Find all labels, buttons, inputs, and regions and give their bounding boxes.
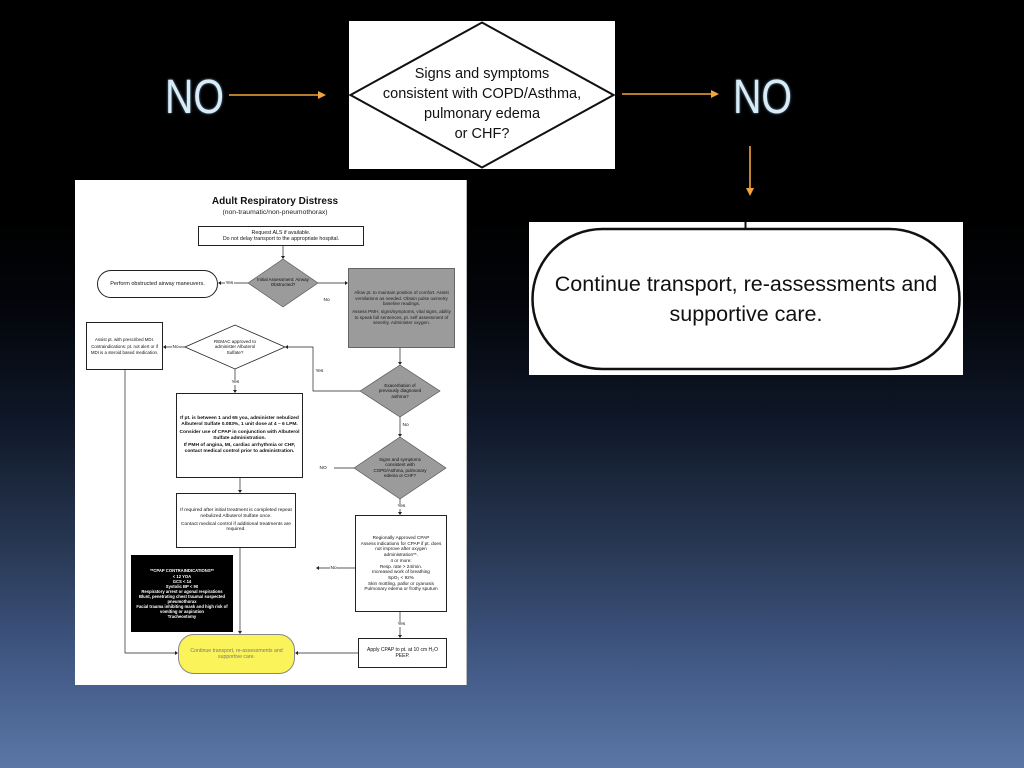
assist-mdi-box: Assist pt. with prescribed MDI. Contrain… (86, 322, 163, 370)
diamond-shape (349, 21, 615, 169)
decision-line: consistent with COPD/Asthma, (382, 86, 582, 102)
diamond-exacerbation (359, 364, 441, 418)
no-label-left: NO (165, 71, 225, 124)
arrowhead-down (398, 635, 402, 638)
box-line: 4 or more: (390, 557, 412, 563)
arrowhead-down (238, 490, 242, 493)
diamond-signs-symptoms (353, 436, 447, 500)
arrowhead-left (163, 345, 166, 349)
flowchart-title: Adult Respiratory Distress (211, 196, 339, 207)
terminal-text: Continue transport, re-assessments and s… (529, 269, 963, 329)
remac-text: REMAC approved to administer Albuterol S… (213, 339, 257, 355)
box-paragraph: Contact medical control if additional tr… (180, 521, 292, 533)
decision-line: Signs and symptoms (414, 66, 550, 82)
terminal-box: Continue transport, re-assessments and s… (529, 222, 963, 375)
terminal-shape (531, 222, 961, 371)
connector-line (124, 370, 176, 654)
cpap-assessment-box: Regionally Approved CPAP Assess indicati… (355, 515, 447, 612)
arrowhead-down (233, 390, 237, 393)
box-line: SpO₂ < 92% (388, 574, 414, 580)
box-paragraph: Allow pt. to maintain position of comfor… (354, 290, 449, 307)
initial-assessment-text: Initial Assessment: Airway Obstructed? (257, 277, 309, 288)
signs-symptoms-text: Signs and symptoms consistent with COPD/… (373, 457, 427, 478)
box-paragraph: If PMH of angina, MI, cardiac arrhythmia… (183, 443, 296, 455)
arrowhead-left (316, 566, 319, 570)
box-line: Pulmonary edema or frothy sputum (364, 586, 438, 592)
decision-line: or CHF? (454, 126, 510, 142)
arrowhead-left (285, 345, 288, 349)
box-line: Continue transport, re-assessments and s… (190, 647, 283, 660)
box-line: Apply CPAP to pt. at 10 cm H₂O PEEP. (367, 646, 438, 659)
box-line: Request ALS if available. (251, 229, 311, 236)
decision-text: Signs and symptoms consistent with COPD/… (349, 64, 615, 144)
contraindication-item: < 12 YOA (172, 573, 192, 579)
label-obstructed-no: No (323, 298, 331, 303)
flowchart-document: Adult Respiratory Distress (non-traumati… (75, 180, 466, 685)
contraindication-item: GCS < 14 (172, 578, 192, 584)
arrowhead-left (218, 281, 221, 285)
albuterol-box: If pt. is between 1 and 65 yoa, administ… (176, 393, 303, 478)
obstructed-airway-box: Perform obstructed airway maneuvers. (97, 270, 218, 298)
flowchart-subtitle: (non-traumatic/non-pneumothorax) (222, 209, 328, 216)
apply-cpap-box: Apply CPAP to pt. at 10 cm H₂O PEEP. (358, 638, 447, 668)
contraindications-heading: **CPAP CONTRAINDICATIONS** (150, 567, 214, 573)
cpap-contraindications-box: **CPAP CONTRAINDICATIONS** < 12 YOA GCS … (131, 555, 233, 632)
continue-transport-box: Continue transport, re-assessments and s… (178, 634, 295, 674)
flowchart-connectors (124, 246, 447, 655)
arrowhead-right (175, 651, 178, 655)
label-exacerbation-yes: Yes (315, 369, 324, 374)
label-exacerbation-no: No (402, 423, 410, 428)
decision-diamond (349, 21, 615, 169)
terminal-line: Continue transport, re-assessments and (554, 272, 938, 296)
box-paragraph: If pt. is between 1 and 65 yoa, administ… (180, 415, 299, 427)
arrowhead-right (345, 281, 348, 285)
label-remac-no: No (172, 344, 180, 350)
box-paragraph: Consider use of CPAP in conjunction with… (179, 429, 300, 441)
box-paragraph: If required after initial treatment is c… (180, 507, 292, 519)
box-line: Perform obstructed airway maneuvers. (110, 281, 205, 287)
decision-box: Signs and symptoms consistent with COPD/… (349, 21, 615, 169)
position-of-comfort-box: Allow pt. to maintain position of comfor… (348, 268, 455, 348)
no-label-right: NO (733, 71, 793, 124)
box-line: Resp. rate > 24/min. (379, 563, 423, 569)
contraindication-item: Tracheostomy (167, 614, 197, 620)
connector-line (287, 346, 360, 392)
label-remac-yes: Yes (231, 379, 240, 385)
label-cpap-no: No (330, 565, 338, 571)
repeat-albuterol-box: If required after initial treatment is c… (176, 493, 296, 548)
arrowhead-right (318, 91, 326, 99)
box-line: Assess indications for CPAP if pt. does … (360, 540, 442, 558)
arrowhead-down (281, 256, 285, 259)
box-line: Do not delay transport to the appropriat… (222, 236, 340, 242)
arrowhead-down (398, 512, 402, 515)
arrowhead-down (398, 362, 402, 365)
terminal-line: supportive care. (669, 302, 823, 326)
decision-line: pulmonary edema (423, 106, 541, 122)
contraindication-item: Facial trauma inhibiting mask and high r… (136, 604, 228, 615)
box-paragraph: Contraindications: pt. not alert or if M… (90, 344, 159, 355)
label-cpap-yes: Yes (397, 622, 406, 627)
arrowhead-left (295, 651, 298, 655)
box-line: Increased work of breathing (372, 569, 430, 575)
box-line: Regionally Approved CPAP (372, 534, 430, 540)
arrowhead-down (238, 631, 242, 634)
arrowhead-down (746, 188, 754, 196)
box-line: Skin mottling, pallor or cyanosis (368, 580, 434, 586)
stadium-shape (531, 227, 961, 371)
request-als-box: Request ALS if available. Do not delay t… (198, 226, 364, 246)
arrowhead-down (398, 434, 402, 437)
box-paragraph: Assess PMH, signs/symptoms, vital signs,… (352, 309, 451, 326)
contraindication-item: Respiratory arrest or agonal respiration… (141, 588, 223, 594)
label-signs-yes: Yes (397, 504, 406, 509)
exacerbation-text: Exacerbation of previously diagnosed ast… (378, 383, 422, 399)
contraindication-item: Systolic BP < 90 (165, 583, 199, 589)
box-paragraph: Assist pt. with prescribed MDI. (94, 337, 155, 343)
contraindication-item: Blunt, penetrating chest trauma/ suspect… (138, 594, 226, 605)
label-obstructed-yes: Yes (225, 280, 234, 286)
arrowhead-right (711, 90, 719, 98)
label-signs-no: NO (319, 465, 328, 471)
